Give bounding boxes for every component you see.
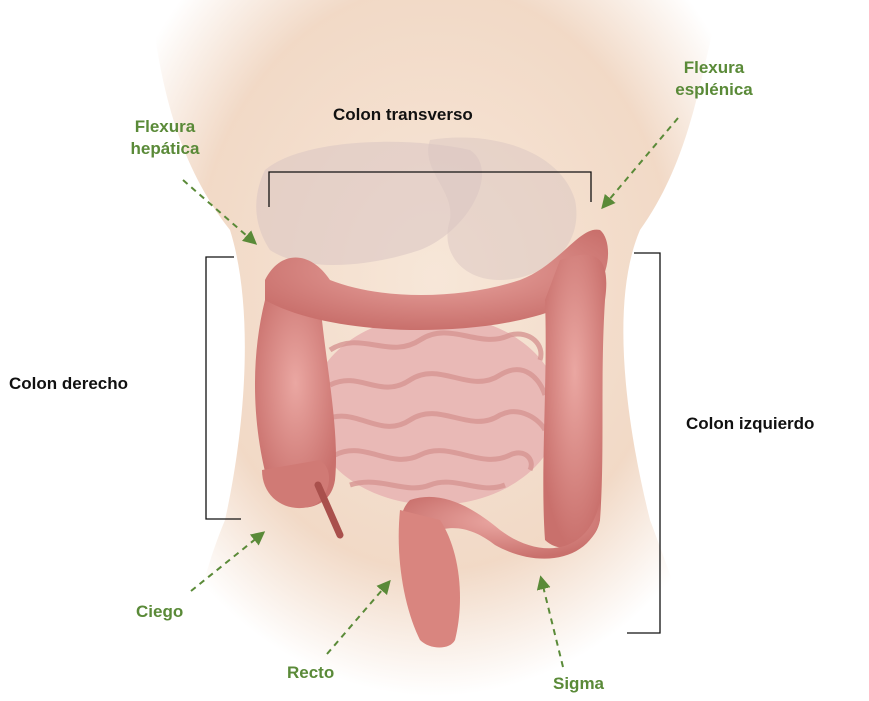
descending-colon bbox=[543, 255, 606, 548]
label-colon-derecho: Colon derecho bbox=[9, 373, 128, 395]
label-flexura-hepatica: Flexura hepática bbox=[115, 116, 215, 160]
label-flexura-esplenica: Flexura esplénica bbox=[658, 57, 770, 101]
label-flexura-esplenica-line2: esplénica bbox=[658, 79, 770, 101]
label-flexura-hepatica-line1: Flexura bbox=[115, 116, 215, 138]
label-flexura-hepatica-line2: hepática bbox=[115, 138, 215, 160]
label-ciego: Ciego bbox=[136, 601, 183, 623]
label-sigma: Sigma bbox=[553, 673, 604, 695]
label-colon-transverso: Colon transverso bbox=[333, 104, 473, 126]
label-flexura-esplenica-line1: Flexura bbox=[658, 57, 770, 79]
label-recto: Recto bbox=[287, 662, 334, 684]
label-colon-izquierdo: Colon izquierdo bbox=[686, 413, 814, 435]
